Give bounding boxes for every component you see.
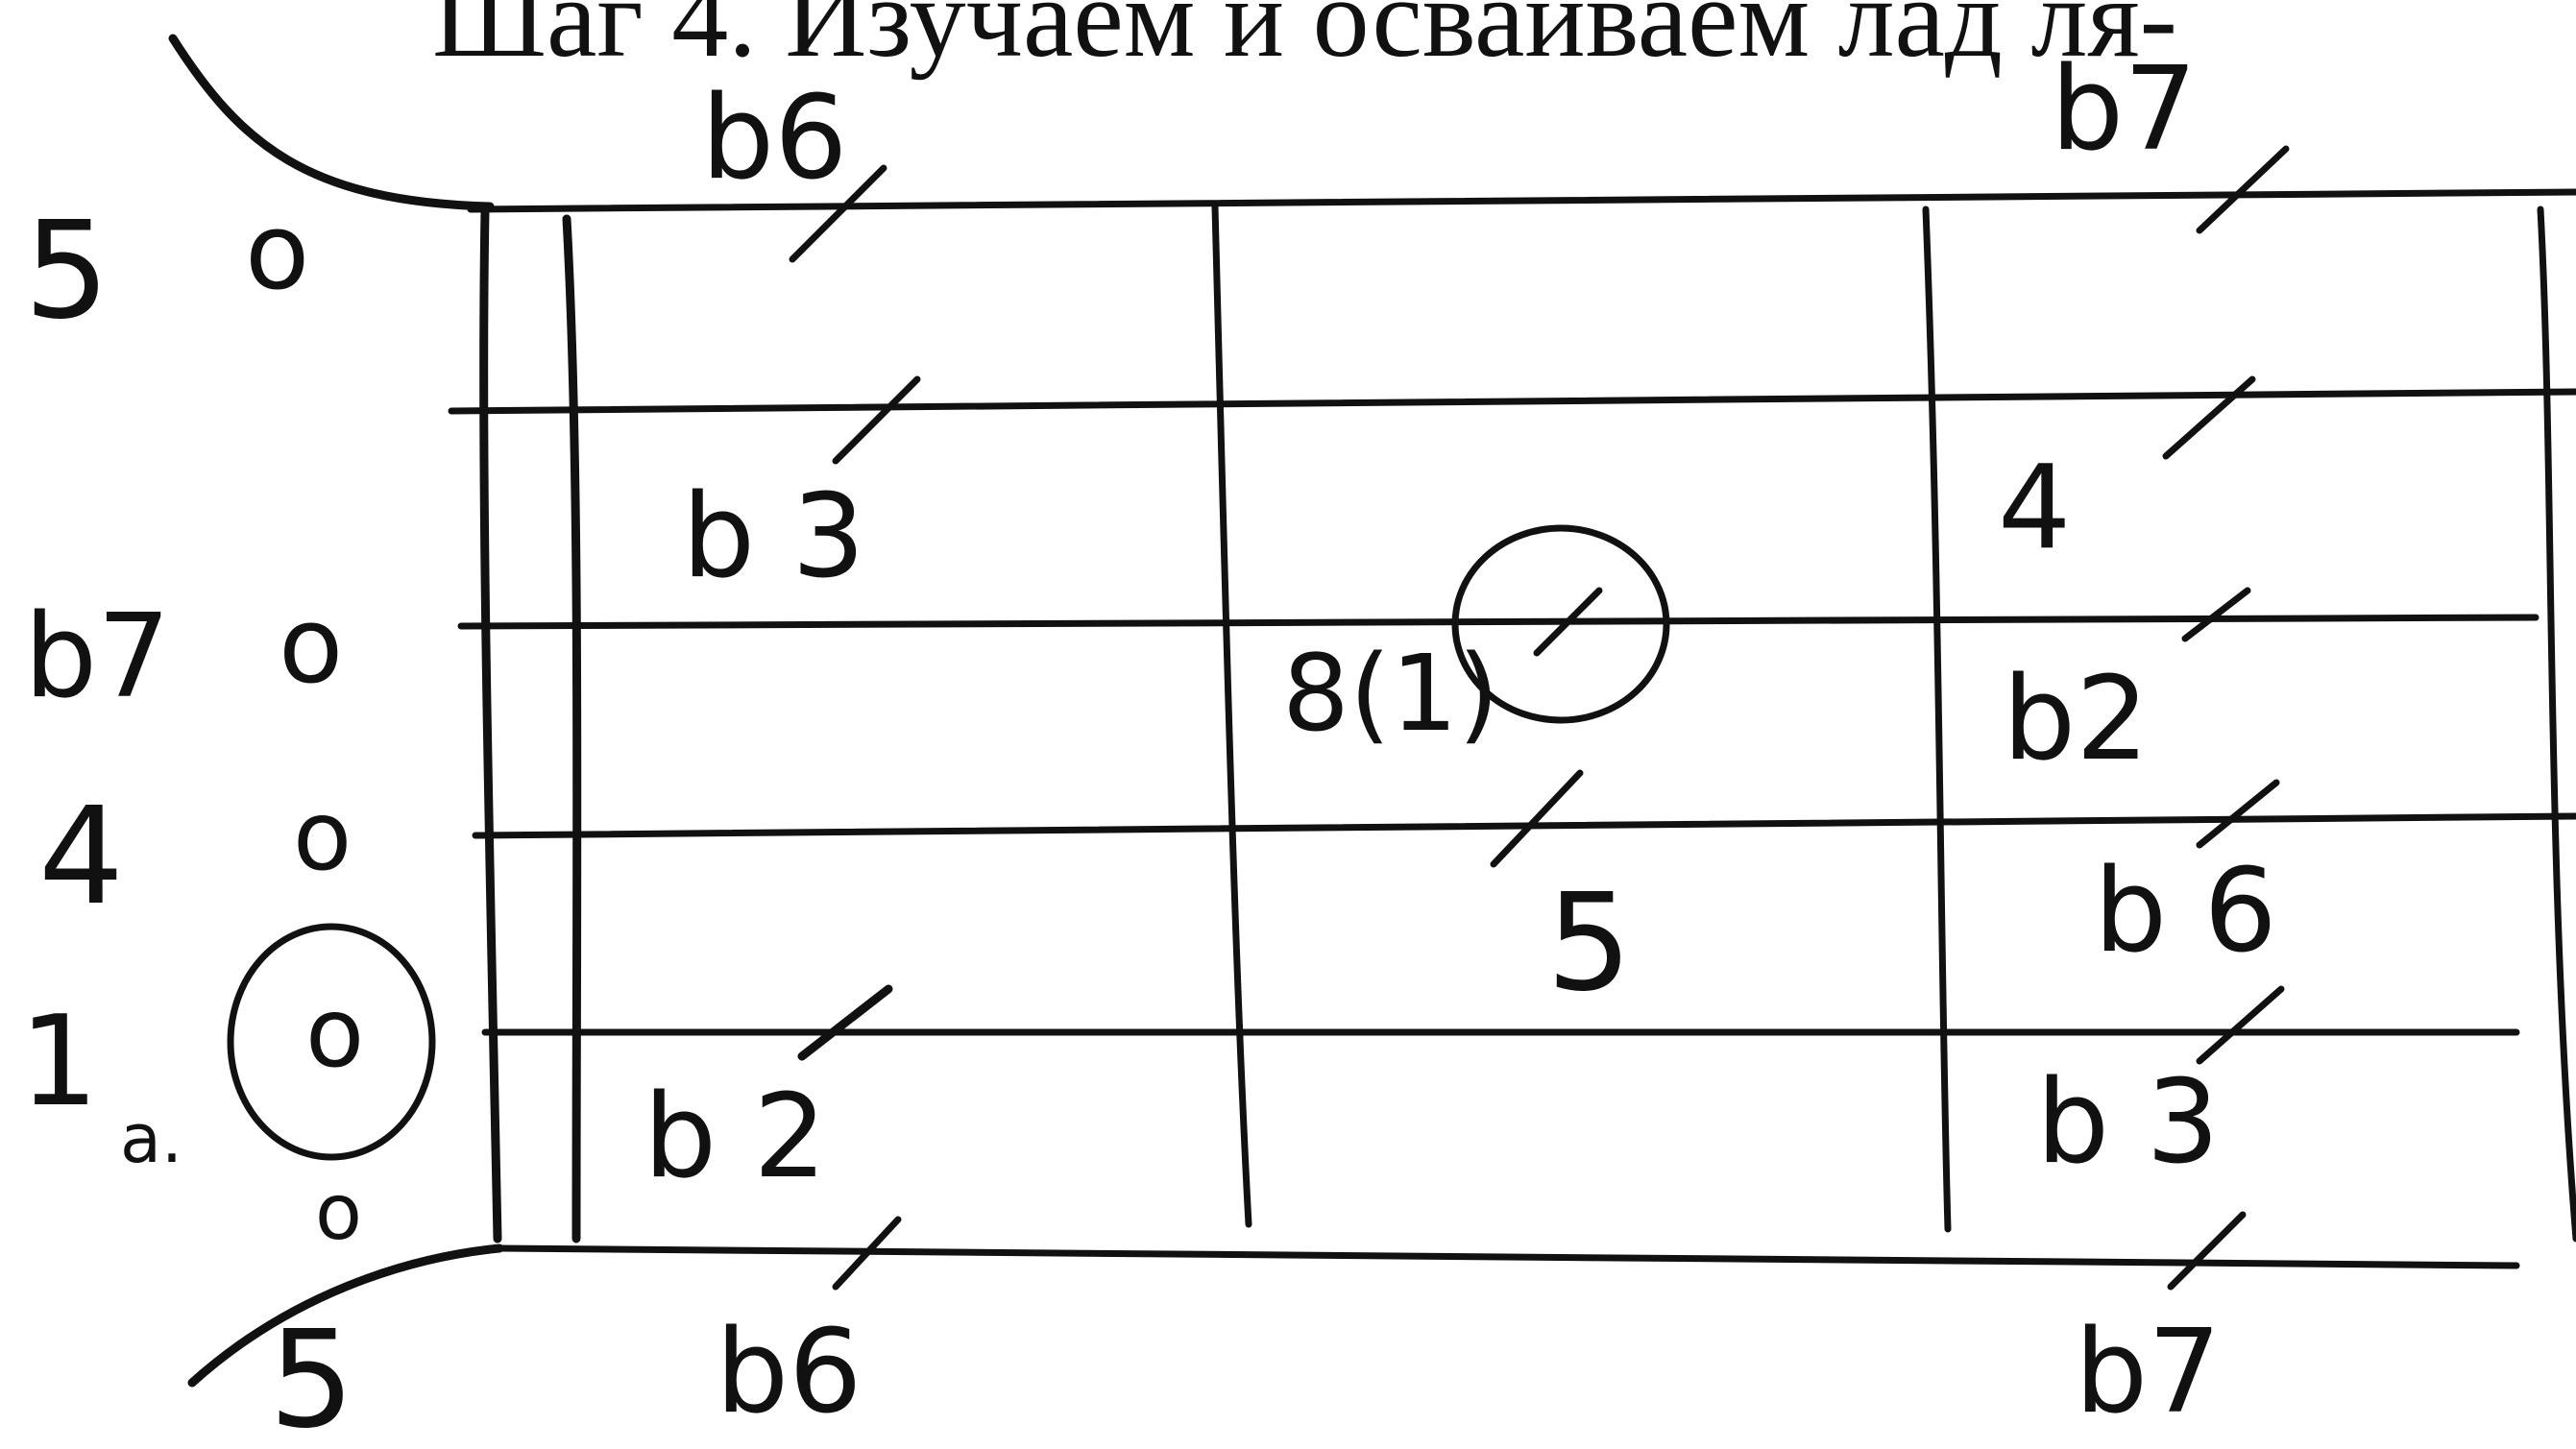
string-2 (448, 388, 2576, 415)
left-degree-third: 4 (38, 779, 124, 935)
headstock-bottom-curve (187, 1244, 504, 1388)
fret2-root-degree: 8(1) (1282, 632, 1499, 755)
left-degree-second: b7 (24, 591, 171, 724)
fret2-degree-5: 5 (1546, 865, 1632, 1022)
slash-mark (2167, 1211, 2247, 1291)
slash-marks (789, 145, 2290, 1291)
fret-2 (1922, 205, 1952, 1233)
fret3-degree-b3: b 3 (2036, 1056, 2220, 1190)
left-degree-fourth: 1 (19, 988, 99, 1134)
fret3-degree-b6: b 6 (2094, 845, 2277, 978)
open-string-marker: o (293, 780, 352, 892)
slash-mark (832, 1216, 902, 1291)
fret3-degree-b2: b2 (2003, 653, 2150, 786)
open-string-marker: o (245, 190, 309, 313)
frets (479, 203, 2576, 1244)
slash-mark (1490, 769, 1584, 868)
left-degree-top: 5 (24, 193, 109, 350)
open-string-marker: o (279, 584, 343, 707)
fret1-degree-b3: b 3 (682, 471, 865, 604)
fret-3 (2537, 205, 2576, 1243)
bottom-label-middle: b6 (716, 1306, 863, 1439)
page-title-fragment: Шаг 4. Изучаем и осваиваем лад ля- (432, 0, 2177, 81)
fret3-degree-4: 4 (1998, 442, 2071, 575)
slash-mark (2196, 779, 2280, 849)
slash-mark (2196, 145, 2290, 234)
string-1 (467, 188, 2576, 213)
bottom-label-left: 5 (269, 1302, 354, 1449)
open-string-marker: o (305, 977, 364, 1089)
top-label-left: b6 (701, 72, 848, 205)
slash-mark (832, 375, 921, 465)
nut-line-1 (479, 206, 502, 1244)
headstock-top-curve (168, 34, 495, 211)
open-root-highlight-circle (227, 923, 436, 1161)
slash-mark (2181, 587, 2251, 642)
string-6 (496, 1244, 2520, 1269)
slash-mark (2162, 375, 2256, 460)
slash-mark (789, 164, 887, 263)
nut-line-2 (562, 214, 582, 1244)
open-string-marker: o (315, 1168, 362, 1257)
slash-mark (1533, 587, 1603, 657)
fret1-degree-b2: b 2 (644, 1071, 827, 1204)
root-highlight-circle (1451, 524, 1670, 724)
left-note-label: a. (120, 1099, 182, 1178)
top-label-right: b7 (2051, 43, 2198, 177)
bottom-label-right: b7 (2075, 1306, 2222, 1439)
fret-1 (1211, 203, 1252, 1228)
slash-mark (2196, 985, 2285, 1065)
slash-mark (797, 984, 893, 1061)
string-3 (457, 614, 2540, 630)
